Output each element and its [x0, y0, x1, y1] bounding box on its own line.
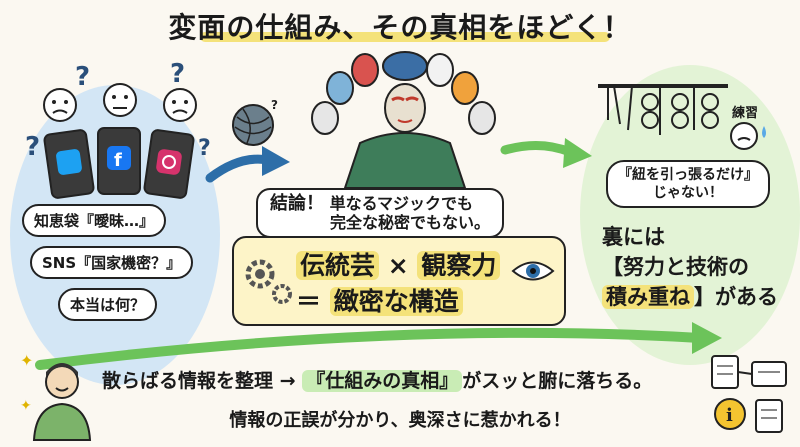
face-changing-performer-illustration [311, 51, 496, 188]
svg-text:?: ? [75, 62, 90, 92]
bubble-chiebukuro: 知恵袋『曖昧…』 [22, 204, 167, 237]
confused-people-icons: ? ? ? ? f [25, 60, 211, 199]
quote-bubble: 『紐を引っ張るだけ』じゃない！ [606, 160, 770, 208]
yarn-ball-icon: ? [232, 98, 278, 146]
formula-line2: ＝ 緻密な構造 [296, 282, 463, 318]
bottom-line2: 情報の正誤が分かり、奥深さに惹かれる！ [229, 410, 571, 431]
svg-text:✦: ✦ [20, 398, 32, 414]
eye-icon [511, 261, 555, 281]
sweating-face-icon [730, 122, 766, 150]
practice-label: 練習 [732, 106, 759, 121]
svg-text:?: ? [198, 136, 211, 161]
bubble-question: 本当は何？ [58, 288, 158, 321]
formula-line1: 伝統芸 × 観察力 [296, 246, 501, 282]
title-highlight [200, 32, 610, 42]
page-title: 変面の仕組み、その真相をほどく！ [168, 11, 632, 44]
practice-rig-illustration [598, 84, 728, 135]
gear-icon [245, 259, 292, 304]
person-icon: ✦ ✦ [20, 351, 92, 441]
svg-text:?: ? [170, 60, 185, 89]
svg-text:f: f [114, 150, 122, 171]
bottom-line1: 散らばる情報を整理 → 『仕組みの真相』がスッと腑に落ちる。 [102, 370, 653, 392]
svg-text:?: ? [271, 98, 278, 112]
svg-text:?: ? [25, 132, 40, 162]
conclusion-bubble: 結論！ 単なるマジックでも 完全な秘密でもない。 [256, 188, 505, 238]
result-text: 裏には 【努力と技術の 積み重ね】がある [602, 225, 778, 309]
svg-text:i: i [726, 405, 733, 426]
svg-text:✦: ✦ [20, 351, 33, 370]
info-organize-icon: i [711, 355, 787, 433]
bubble-sns: SNS『国家機密？』 [30, 246, 194, 279]
